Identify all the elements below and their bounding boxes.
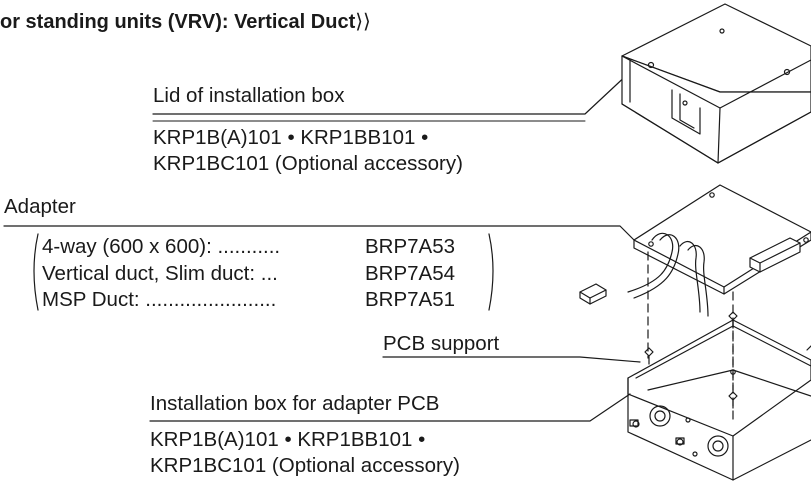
- install-box-leader-line: [149, 393, 631, 422]
- pcb-support-leader-line: [382, 356, 641, 363]
- diagram-title: or standing units (VRV): Vertical Duct⟩⟩: [0, 10, 371, 34]
- lid-label: Lid of installation box: [153, 84, 345, 107]
- adapter-left-bracket: [33, 233, 39, 311]
- adapter-row-desc: 4-way (600 x 600): ...........: [42, 235, 281, 258]
- adapter-leader-line: [3, 225, 635, 241]
- lid-model-line1: KRP1B(A)101 • KRP1BB101 •: [153, 126, 429, 149]
- adapter-right-bracket: [488, 233, 494, 311]
- adapter-row-code: BRP7A54: [365, 262, 456, 285]
- install-box-model-line2: KRP1BC101 (Optional accessory): [150, 454, 460, 477]
- adapter-row-desc: MSP Duct: .......................: [42, 288, 277, 311]
- adapter-row-code: BRP7A51: [365, 288, 456, 311]
- adapter-row-code: BRP7A53: [365, 235, 456, 258]
- lid-leader-line: [152, 71, 631, 122]
- pcb-support-label: PCB support: [383, 332, 500, 355]
- adapter-label: Adapter: [4, 195, 76, 218]
- installation-box-drawing: [627, 319, 811, 481]
- lid-model-line2: KRP1BC101 (Optional accessory): [153, 152, 463, 175]
- lid-drawing: [621, 3, 811, 164]
- adapter-pcb-drawing: [579, 184, 811, 317]
- title-text: or standing units (VRV): Vertical Duct: [0, 11, 356, 33]
- title-bracket: ⟩⟩: [355, 11, 371, 33]
- install-box-label: Installation box for adapter PCB: [150, 392, 440, 415]
- install-box-model-line1: KRP1B(A)101 • KRP1BB101 •: [150, 428, 426, 451]
- adapter-row-desc: Vertical duct, Slim duct: ...: [42, 262, 278, 285]
